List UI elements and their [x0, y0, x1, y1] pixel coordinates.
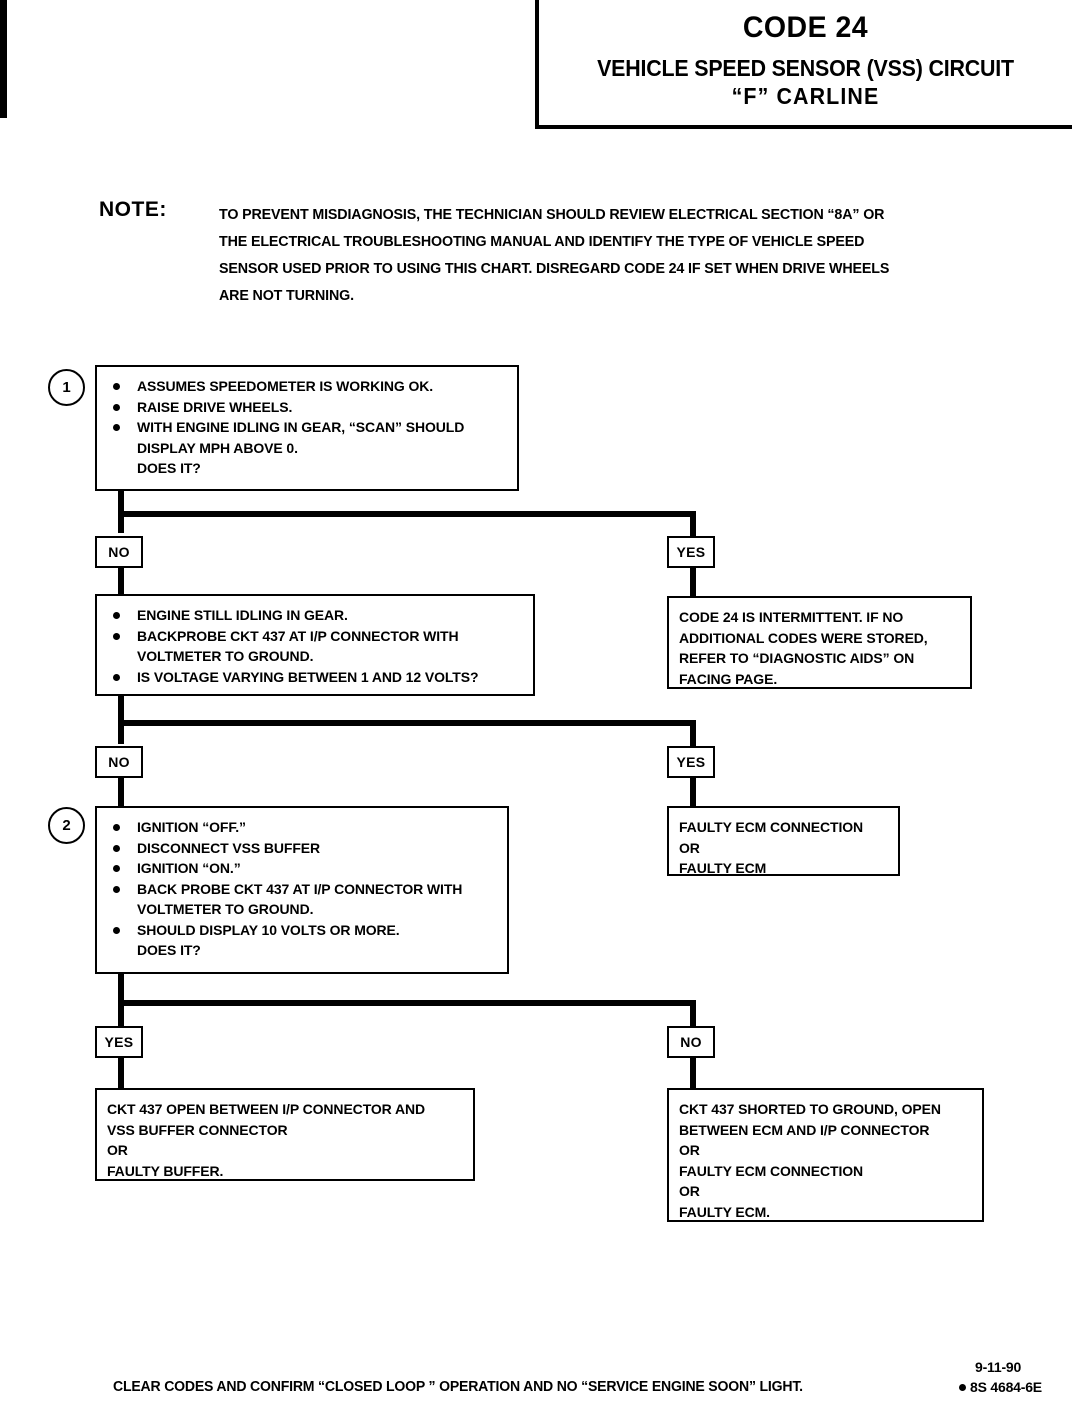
footer-instruction: CLEAR CODES AND CONFIRM “CLOSED LOOP ” O…: [113, 1379, 803, 1395]
connector-no3-down: [690, 1058, 696, 1089]
connector-step1-yes-down: [690, 511, 696, 536]
bullet-icon: [113, 865, 120, 872]
list-item: BACK PROBE CKT 437 AT I/P CONNECTOR WITH…: [107, 879, 497, 920]
scan-artifact-left: [0, 0, 7, 118]
result-line: FAULTY ECM CONNECTION: [679, 819, 864, 835]
connector-step1-horizontal: [118, 511, 696, 517]
result-line: FAULTY ECM CONNECTION: [679, 1162, 864, 1179]
result-line: CODE 24 IS INTERMITTENT. IF NO: [679, 609, 904, 625]
page-title-subtitle-2: “F” CARLINE: [731, 82, 880, 109]
note-body: TO PREVENT MISDIAGNOSIS, THE TECHNICIAN …: [219, 202, 968, 310]
page-title-subtitle-1: VEHICLE SPEED SENSOR (VSS) CIRCUIT: [597, 55, 1014, 81]
connector-step1b-yes-down: [690, 720, 696, 746]
result-line: REFER TO “DIAGNOSTIC AIDS” ON: [679, 650, 915, 666]
note-line: SENSOR USED PRIOR TO USING THIS CHART. D…: [219, 261, 890, 277]
connector-yes1-down: [690, 568, 696, 596]
result-line: FAULTY ECM: [679, 860, 767, 876]
step-1b-box: ENGINE STILL IDLING IN GEAR. BACKPROBE C…: [95, 594, 535, 696]
result-line: FACING PAGE.: [679, 670, 778, 687]
bullet-icon: [113, 612, 120, 619]
list-item: BACKPROBE CKT 437 AT I/P CONNECTOR WITH …: [107, 626, 523, 667]
note-line: ARE NOT TURNING.: [219, 288, 354, 304]
branch-no-1: NO: [95, 536, 143, 568]
result-line: FAULTY BUFFER.: [107, 1162, 224, 1179]
result-line: CKT 437 SHORTED TO GROUND, OPEN: [679, 1101, 941, 1117]
step-1b-bullet-list: ENGINE STILL IDLING IN GEAR. BACKPROBE C…: [107, 605, 523, 687]
page-title-code: CODE 24: [742, 11, 869, 44]
connector-step1b-horizontal: [118, 720, 696, 726]
result-line: ADDITIONAL CODES WERE STORED,: [679, 629, 928, 646]
note-line: TO PREVENT MISDIAGNOSIS, THE TECHNICIAN …: [219, 207, 885, 223]
step-1-box: ASSUMES SPEEDOMETER IS WORKING OK. RAISE…: [95, 365, 519, 491]
result-line: OR: [679, 1142, 700, 1158]
result-line: CKT 437 OPEN BETWEEN I/P CONNECTOR AND: [107, 1101, 425, 1117]
result-line: OR: [107, 1142, 128, 1158]
title-block: CODE 24 VEHICLE SPEED SENSOR (VSS) CIRCU…: [535, 0, 1072, 129]
list-item: ASSUMES SPEEDOMETER IS WORKING OK.: [107, 376, 507, 397]
step-2-box: IGNITION “OFF.” DISCONNECT VSS BUFFER IG…: [95, 806, 509, 974]
list-item: IS VOLTAGE VARYING BETWEEN 1 AND 12 VOLT…: [107, 667, 523, 688]
branch-yes-1: YES: [667, 536, 715, 568]
list-item: IGNITION “OFF.”: [107, 817, 497, 838]
result-intermittent-box: CODE 24 IS INTERMITTENT. IF NO ADDITIONA…: [667, 596, 972, 689]
result-line: FAULTY ECM.: [679, 1203, 770, 1220]
bullet-icon: [113, 383, 120, 390]
step-1-bullet-list: ASSUMES SPEEDOMETER IS WORKING OK. RAISE…: [107, 376, 507, 479]
list-item: RAISE DRIVE WHEELS.: [107, 397, 507, 418]
footer-date: 9-11-90: [975, 1359, 1022, 1375]
result-line: OR: [679, 1183, 700, 1199]
bullet-icon: [113, 424, 120, 431]
result-line: VSS BUFFER CONNECTOR: [107, 1121, 288, 1138]
connector-yes3-down: [118, 1058, 124, 1089]
branch-no-3: NO: [667, 1026, 715, 1058]
result-line: BETWEEN ECM AND I/P CONNECTOR: [679, 1121, 930, 1138]
connector-no1-down: [118, 568, 124, 596]
step-number-1: 1: [48, 369, 85, 406]
list-item: SHOULD DISPLAY 10 VOLTS OR MORE. DOES IT…: [107, 920, 497, 961]
list-item: WITH ENGINE IDLING IN GEAR, “SCAN” SHOUL…: [107, 417, 507, 479]
branch-yes-3: YES: [95, 1026, 143, 1058]
connector-step2-horizontal: [118, 1000, 696, 1006]
branch-yes-2: YES: [667, 746, 715, 778]
list-item: DISCONNECT VSS BUFFER: [107, 838, 497, 859]
list-item: IGNITION “ON.”: [107, 858, 497, 879]
result-faulty-ecm-box: FAULTY ECM CONNECTION OR FAULTY ECM: [667, 806, 900, 876]
bullet-icon: [113, 926, 120, 934]
footer-code-text: 8S 4684-6E: [970, 1379, 1042, 1395]
bullet-icon: [959, 1384, 966, 1391]
bullet-icon: [113, 673, 120, 681]
connector-yes2-down: [690, 778, 696, 806]
connector-no2-down: [118, 778, 124, 808]
list-item: ENGINE STILL IDLING IN GEAR.: [107, 605, 523, 626]
note-line: THE ELECTRICAL TROUBLESHOOTING MANUAL AN…: [219, 234, 865, 250]
bullet-icon: [113, 844, 120, 852]
bullet-icon: [113, 403, 120, 411]
step-2-bullet-list: IGNITION “OFF.” DISCONNECT VSS BUFFER IG…: [107, 817, 497, 961]
bullet-icon: [113, 632, 120, 640]
branch-no-2: NO: [95, 746, 143, 778]
result-ckt-open-box: CKT 437 OPEN BETWEEN I/P CONNECTOR AND V…: [95, 1088, 475, 1181]
result-ckt-shorted-box: CKT 437 SHORTED TO GROUND, OPEN BETWEEN …: [667, 1088, 984, 1222]
footer-document-code: 8S 4684-6E: [959, 1379, 1042, 1395]
result-line: OR: [679, 839, 700, 856]
bullet-icon: [113, 824, 120, 831]
note-label: NOTE:: [99, 198, 167, 221]
step-number-2: 2: [48, 807, 85, 844]
bullet-icon: [113, 885, 120, 893]
connector-step2-no-down: [690, 1000, 696, 1026]
